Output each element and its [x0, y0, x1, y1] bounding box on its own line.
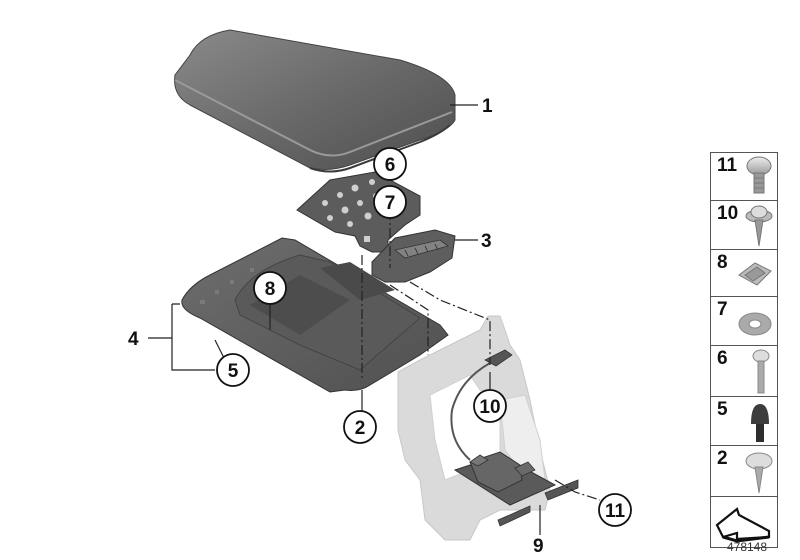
washer-head-screw-icon — [745, 452, 773, 494]
legend-item: 5 — [710, 396, 778, 445]
callout-8: 8 — [253, 271, 287, 305]
legend-item: 6 — [710, 345, 778, 396]
svg-text:7: 7 — [385, 193, 396, 214]
svg-text:11: 11 — [605, 501, 626, 522]
callout-7: 7 — [373, 185, 407, 219]
long-screw-icon — [752, 349, 770, 394]
fastener-legend: 11 10 8 7 6 — [710, 152, 778, 548]
callout-6: 6 — [373, 147, 407, 181]
callout-3: 3 — [481, 231, 492, 252]
legend-item: 8 — [710, 249, 778, 296]
callout-5: 5 — [216, 353, 250, 387]
lock-bracket-part — [371, 229, 456, 283]
arrow-pointer-icon — [715, 507, 771, 543]
armrest-cover-part — [174, 29, 456, 173]
callout-4: 4 — [128, 329, 139, 350]
clip-nut-icon — [738, 262, 772, 286]
svg-text:8: 8 — [265, 279, 276, 300]
callout-11: 11 — [598, 493, 632, 527]
legend-item: 11 — [710, 152, 778, 200]
svg-text:3: 3 — [481, 231, 492, 252]
callout-10: 10 — [473, 389, 507, 423]
callout-9: 9 — [533, 536, 544, 557]
callout-1: 1 — [482, 96, 493, 117]
legend-item: 10 — [710, 200, 778, 249]
svg-text:2: 2 — [355, 418, 366, 439]
svg-text:6: 6 — [385, 155, 396, 176]
legend-footer-cell — [710, 496, 778, 548]
callout-2: 2 — [343, 410, 377, 444]
svg-text:10: 10 — [479, 397, 500, 418]
svg-text:5: 5 — [228, 361, 239, 382]
rubber-buffer-icon — [751, 404, 769, 442]
flange-tapping-screw-icon — [745, 205, 773, 247]
diagram-id: 478148 — [726, 540, 768, 554]
actuator-part — [453, 451, 579, 527]
svg-text:9: 9 — [533, 536, 544, 557]
connector-cable-part — [450, 349, 513, 461]
torx-pan-screw-icon — [746, 156, 772, 194]
legend-item: 2 — [710, 445, 778, 496]
legend-item: 7 — [710, 296, 778, 345]
washer-icon — [738, 312, 772, 336]
leader-lines — [148, 104, 601, 535]
svg-text:1: 1 — [482, 96, 493, 117]
svg-text:4: 4 — [128, 329, 139, 350]
